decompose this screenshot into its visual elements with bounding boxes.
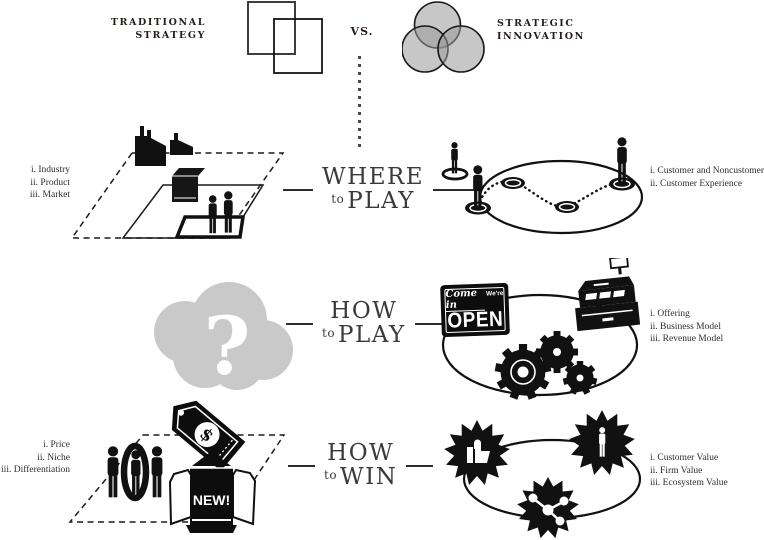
note-line: i. Price bbox=[43, 440, 70, 450]
business-model-illustration bbox=[441, 258, 641, 400]
how-word: HOW bbox=[330, 298, 398, 324]
price-tag-icon: $ bbox=[171, 400, 246, 471]
competitor-icon bbox=[151, 446, 163, 498]
connector-dash bbox=[288, 464, 315, 467]
connector-dash bbox=[283, 188, 313, 191]
new-product-box-icon: NEW! bbox=[168, 451, 257, 533]
note-line: iii. Revenue Model bbox=[650, 334, 724, 344]
vs-dotted-divider bbox=[358, 56, 361, 150]
new-label: NEW! bbox=[193, 492, 230, 508]
traditional-strategy-label: TRADITIONAL STRATEGY bbox=[111, 16, 206, 42]
connector-dash bbox=[414, 322, 442, 325]
value-note: i. Customer Value ii. Firm Value iii. Ec… bbox=[650, 452, 728, 490]
open-sign: Come in We're OPEN bbox=[440, 282, 510, 338]
note-line: ii. Firm Value bbox=[650, 465, 703, 476]
to-word: to bbox=[322, 326, 336, 340]
note-line: i. Industry bbox=[30, 165, 70, 175]
traditional-scope-note: i. Industry ii. Product iii. Market bbox=[30, 164, 70, 202]
traditional-market-illustration bbox=[70, 126, 285, 239]
journey-dotted-path bbox=[476, 180, 624, 208]
venn-diagram-icon bbox=[402, 1, 485, 73]
customer-field-ellipse bbox=[478, 159, 644, 235]
connector-dash bbox=[433, 188, 476, 191]
note-line: i. Offering bbox=[650, 309, 690, 319]
gear-large-icon bbox=[494, 344, 552, 400]
customer-spot bbox=[501, 177, 525, 189]
product-box-icon bbox=[172, 168, 205, 202]
model-loop-ellipse bbox=[441, 293, 639, 397]
thumbs-up-icon bbox=[467, 439, 490, 463]
factory-small-icon bbox=[170, 133, 193, 155]
note-line: i. Customer Value bbox=[650, 453, 719, 463]
competition-illustration: $ NEW! bbox=[68, 400, 286, 533]
customer-icon bbox=[617, 137, 627, 183]
question-mark: ? bbox=[204, 299, 251, 392]
where-word: WHERE bbox=[322, 164, 425, 190]
win-word: WIN bbox=[340, 464, 398, 490]
play-word: PLAY bbox=[338, 322, 406, 348]
open-label: OPEN bbox=[447, 307, 504, 334]
note-line: iii. Differentiation bbox=[1, 465, 70, 475]
how-word: HOW bbox=[327, 440, 395, 466]
connector-dash bbox=[406, 464, 434, 467]
offering-note: i. Offering ii. Business Model iii. Reve… bbox=[650, 308, 723, 346]
customer-scope-note: i. Customer and Noncustomer ii. Customer… bbox=[650, 165, 764, 190]
customer-spot bbox=[609, 177, 635, 191]
strategic-innovation-line2: INNOVATION bbox=[497, 31, 585, 42]
note-line: i. Customer and Noncustomer bbox=[650, 166, 764, 176]
customer-landscape-illustration bbox=[441, 137, 644, 235]
note-line: iii. Ecosystem Value bbox=[650, 478, 728, 488]
note-line: ii. Product bbox=[30, 177, 70, 188]
connector-dash bbox=[286, 322, 313, 325]
play-word: PLAY bbox=[347, 188, 415, 214]
customer-spot bbox=[555, 201, 579, 213]
value-illustration bbox=[444, 410, 642, 539]
network-icon bbox=[528, 493, 569, 526]
competitor-icon bbox=[107, 446, 119, 498]
overlapping-squares-icon bbox=[247, 1, 323, 74]
competition-note: i. Price ii. Niche iii. Differentiation bbox=[1, 439, 70, 477]
question-cloud-icon: ? bbox=[154, 282, 293, 392]
vs-label: VS. bbox=[350, 25, 374, 38]
gear-small-icon bbox=[562, 361, 598, 395]
strategic-innovation-label: STRATEGIC INNOVATION bbox=[497, 17, 585, 43]
note-line: ii. Business Model bbox=[650, 321, 721, 332]
note-line: ii. Customer Experience bbox=[650, 178, 743, 189]
gear-medium-icon bbox=[536, 331, 578, 373]
note-line: ii. Niche bbox=[37, 452, 70, 463]
to-word: to bbox=[331, 192, 345, 206]
strategic-innovation-line1: STRATEGIC bbox=[497, 18, 575, 29]
traditional-strategy-line1: TRADITIONAL bbox=[110, 17, 206, 28]
were-label: We're bbox=[486, 290, 504, 298]
factory-icon bbox=[135, 126, 166, 166]
traditional-strategy-line2: STRATEGY bbox=[135, 30, 206, 41]
note-line: iii. Market bbox=[29, 190, 70, 200]
customer-spot bbox=[465, 201, 491, 215]
cash-register-icon bbox=[575, 258, 641, 332]
to-word: to bbox=[324, 468, 338, 482]
gear-ring bbox=[510, 359, 536, 385]
